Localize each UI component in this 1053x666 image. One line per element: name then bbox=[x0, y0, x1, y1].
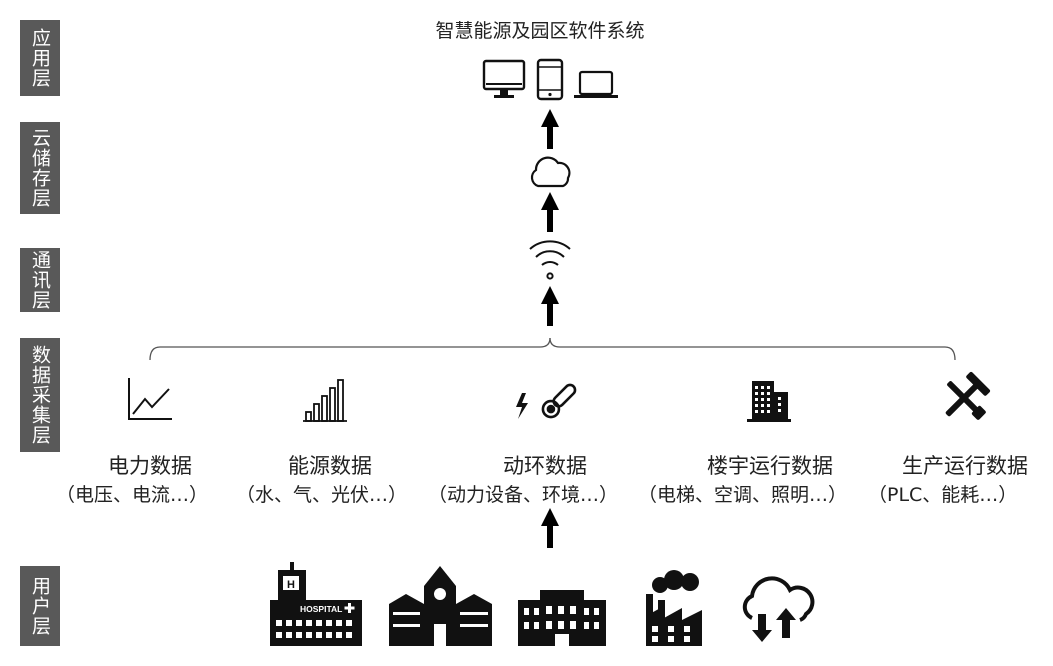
category-energy-detail: （水、气、光伏…） bbox=[236, 484, 408, 506]
arrow-up-data-to-wifi bbox=[541, 286, 559, 326]
category-electric-detail: （电压、电流…） bbox=[56, 484, 209, 506]
line-chart-icon bbox=[128, 378, 172, 420]
phone-icon bbox=[536, 58, 564, 101]
hospital-icon: H HOSPITAL bbox=[270, 562, 362, 646]
svg-text:HOSPITAL: HOSPITAL bbox=[300, 604, 342, 614]
system-title: 智慧能源及园区软件系统 bbox=[435, 20, 645, 42]
layer-cloud: 云储存层 bbox=[20, 122, 60, 214]
category-electric-name: 电力数据 bbox=[108, 454, 192, 478]
category-energy-name: 能源数据 bbox=[288, 454, 372, 478]
bar-chart-icon bbox=[303, 379, 347, 422]
category-production-name: 生产运行数据 bbox=[902, 454, 1028, 478]
layer-data-collection: 数据采集层 bbox=[20, 338, 60, 452]
factory-icon bbox=[646, 570, 702, 646]
category-env-detail: （动力设备、环境…） bbox=[428, 484, 619, 506]
category-production-detail: （PLC、能耗…） bbox=[868, 484, 1018, 506]
wifi-icon bbox=[529, 240, 571, 280]
cloud-icon bbox=[530, 156, 571, 188]
building-icon bbox=[747, 381, 791, 422]
monitor-icon bbox=[482, 59, 526, 98]
thermometer-lightning-icon bbox=[516, 383, 577, 419]
category-building-name: 楼宇运行数据 bbox=[707, 454, 833, 478]
layer-communication: 通讯层 bbox=[20, 248, 60, 312]
brace-bracket bbox=[149, 337, 956, 361]
layer-user: 用户层 bbox=[20, 566, 60, 646]
arrow-up-wifi-to-cloud bbox=[541, 192, 559, 232]
category-env-name: 动环数据 bbox=[503, 454, 587, 478]
svg-text:H: H bbox=[287, 579, 295, 591]
arrow-up-cloud-to-app bbox=[541, 109, 559, 149]
arrow-up-user-to-data bbox=[541, 508, 559, 548]
office-building-icon bbox=[518, 590, 606, 646]
laptop-icon bbox=[574, 70, 618, 98]
cloud-sync-icon bbox=[742, 576, 815, 642]
tools-icon bbox=[945, 371, 991, 420]
layer-application: 应用层 bbox=[20, 20, 60, 96]
school-icon bbox=[389, 566, 492, 646]
category-building-detail: （电梯、空调、照明…） bbox=[638, 484, 848, 506]
